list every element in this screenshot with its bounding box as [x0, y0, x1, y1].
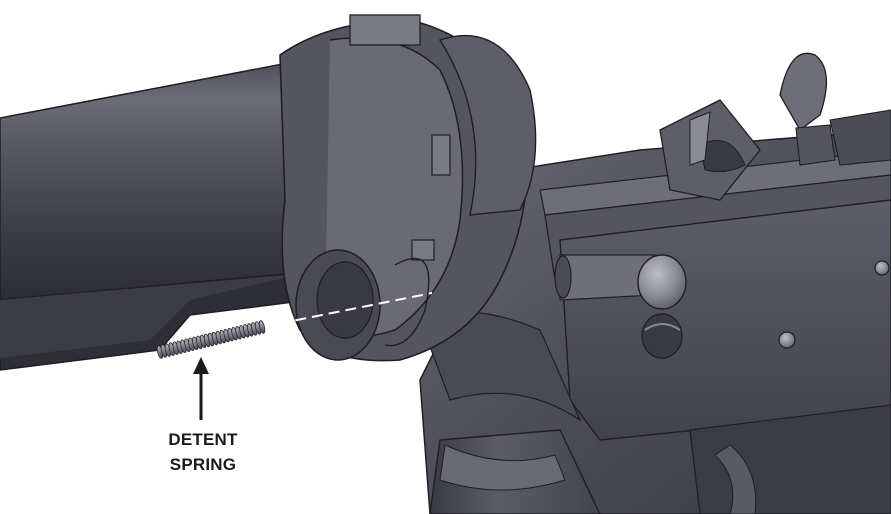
callout-label-line1: DETENT	[168, 430, 238, 449]
detent-spring	[156, 320, 266, 359]
installation-path-line	[261, 292, 433, 328]
spring-coil	[258, 320, 266, 334]
callout-arrow	[193, 357, 209, 420]
castle-nut-assembly	[279, 14, 537, 362]
callout-label-line2: SPRING	[170, 455, 236, 474]
